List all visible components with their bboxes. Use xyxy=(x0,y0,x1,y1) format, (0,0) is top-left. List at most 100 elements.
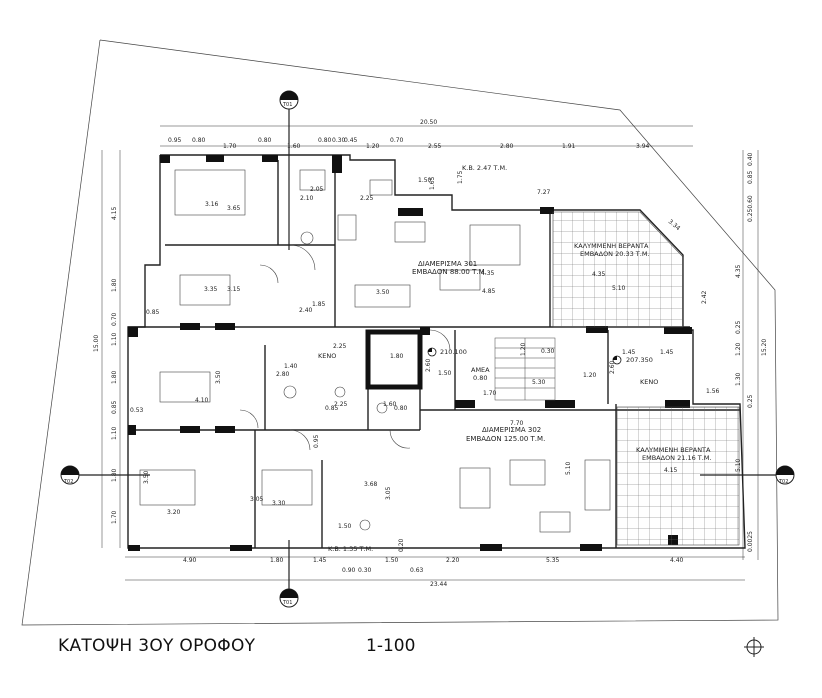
left-dimension-lines xyxy=(101,150,121,548)
svg-text:1.85: 1.85 xyxy=(312,301,326,308)
right-dim-labels: 0.40 0.85 0.250.60 4.35 0.25 1.20 1.30 0… xyxy=(735,152,768,552)
svg-text:4.15: 4.15 xyxy=(111,206,118,220)
apartment-301-area: ΕΜΒΑΔΟΝ 88.00 Τ.Μ. xyxy=(412,268,487,276)
apartment-302-name: ΔΙΑΜΕΡΙΣΜΑ 302 xyxy=(482,426,541,434)
svg-text:0.30: 0.30 xyxy=(358,567,372,574)
svg-text:1.20: 1.20 xyxy=(735,342,742,356)
svg-text:0.53: 0.53 xyxy=(130,407,144,414)
level-marker-2: 207.350 xyxy=(612,355,653,365)
level-marker-1: 210.100 xyxy=(427,347,467,357)
top-overall-dim: 20.50 xyxy=(420,119,437,126)
apartment-301-name: ΔΙΑΜΕΡΙΣΜΑ 301 xyxy=(418,260,477,268)
svg-text:1.91: 1.91 xyxy=(562,143,576,150)
svg-text:0.30: 0.30 xyxy=(332,137,346,144)
stairs xyxy=(494,337,556,401)
svg-text:4.10: 4.10 xyxy=(195,397,209,404)
svg-text:0.63: 0.63 xyxy=(410,567,424,574)
bottom-dimension-lines xyxy=(125,556,745,581)
svg-text:2.10: 2.10 xyxy=(300,195,314,202)
svg-text:0.80: 0.80 xyxy=(258,137,272,144)
svg-text:15.00: 15.00 xyxy=(93,335,100,352)
svg-text:0.25: 0.25 xyxy=(735,320,742,334)
top-dim-segments: 0.95 0.80 1.70 0.80 1.60 0.80 0.30 0.45 … xyxy=(168,137,650,150)
svg-text:1.20: 1.20 xyxy=(583,372,597,379)
svg-text:2.25: 2.25 xyxy=(333,343,347,350)
svg-text:0.80: 0.80 xyxy=(318,137,332,144)
svg-text:3.16: 3.16 xyxy=(205,201,219,208)
svg-text:2.20: 2.20 xyxy=(446,557,460,564)
svg-text:1.75: 1.75 xyxy=(457,170,464,184)
svg-text:0.250.60: 0.250.60 xyxy=(747,195,754,222)
svg-text:7.70: 7.70 xyxy=(510,420,524,427)
svg-text:210.100: 210.100 xyxy=(440,348,467,356)
svg-text:5.30: 5.30 xyxy=(532,379,546,386)
room-dimensions: 3.16 3.65 2.05 2.10 2.25 1.50 1.65 1.75 … xyxy=(130,170,720,552)
void-label-2: ΚΕΝΟ xyxy=(640,378,658,386)
svg-text:0.45: 0.45 xyxy=(344,137,358,144)
svg-text:15.20: 15.20 xyxy=(761,339,768,356)
svg-text:T02: T02 xyxy=(63,479,73,485)
svg-text:1.70: 1.70 xyxy=(111,510,118,524)
svg-text:5.10: 5.10 xyxy=(565,461,572,475)
svg-text:3.15: 3.15 xyxy=(227,286,241,293)
svg-text:3.50: 3.50 xyxy=(215,370,222,384)
svg-text:7.27: 7.27 xyxy=(537,189,551,196)
svg-text:3.68: 3.68 xyxy=(364,481,378,488)
section-marker-left: T02 xyxy=(60,465,80,485)
svg-text:0.90: 0.90 xyxy=(342,567,356,574)
svg-text:0.80: 0.80 xyxy=(394,405,408,412)
svg-text:23.44: 23.44 xyxy=(430,581,447,588)
svg-text:1.80: 1.80 xyxy=(270,557,284,564)
void-label-1: ΚΕΝΟ xyxy=(318,352,336,360)
svg-text:1.45: 1.45 xyxy=(660,349,674,356)
svg-text:0.95: 0.95 xyxy=(313,434,320,448)
svg-text:2.05: 2.05 xyxy=(310,186,324,193)
svg-text:4.35: 4.35 xyxy=(592,271,606,278)
veranda-1-name: ΚΑΛΥΜΜΕΝΗ ΒΕΡΑΝΤΑ xyxy=(574,242,649,250)
svg-text:3.30: 3.30 xyxy=(272,500,286,507)
svg-text:2.60: 2.60 xyxy=(425,358,432,372)
svg-text:3.05: 3.05 xyxy=(385,486,392,500)
wall-blocks xyxy=(128,155,692,551)
svg-text:1.80: 1.80 xyxy=(390,353,404,360)
svg-text:0.25: 0.25 xyxy=(747,394,754,408)
drawing-title: ΚΑΤΟΨΗ 3ΟΥ ΟΡΟΦΟΥ xyxy=(58,636,256,656)
svg-text:1.10: 1.10 xyxy=(111,426,118,440)
svg-text:T01: T01 xyxy=(282,102,292,108)
svg-text:1.80: 1.80 xyxy=(111,370,118,384)
svg-text:1.70: 1.70 xyxy=(483,390,497,397)
veranda-2-area xyxy=(616,406,740,546)
veranda-2-area: ΕΜΒΑΔΟΝ 21.16 Τ.Μ. xyxy=(642,454,712,462)
svg-text:0.85: 0.85 xyxy=(747,170,754,184)
storage-top-label: Κ.Β. 2.47 Τ.Μ. xyxy=(462,164,507,172)
svg-text:0.85: 0.85 xyxy=(111,400,118,414)
svg-text:0.70: 0.70 xyxy=(111,312,118,326)
section-lines xyxy=(70,100,785,598)
svg-text:3.94: 3.94 xyxy=(636,143,650,150)
svg-text:2.55: 2.55 xyxy=(428,143,442,150)
svg-text:0.85: 0.85 xyxy=(325,405,339,412)
svg-text:3.35: 3.35 xyxy=(204,286,218,293)
svg-text:2.25: 2.25 xyxy=(360,195,374,202)
storage-bottom-label: Κ.Β. 1.35 Τ.Μ. xyxy=(328,545,373,553)
svg-text:2.42: 2.42 xyxy=(701,290,708,304)
svg-text:4.85: 4.85 xyxy=(482,288,496,295)
svg-text:0.0025: 0.0025 xyxy=(747,531,754,552)
svg-text:1.10: 1.10 xyxy=(111,332,118,346)
accessible-wc-label: ΑΜΕΑ xyxy=(471,366,490,374)
svg-text:1.40: 1.40 xyxy=(284,363,298,370)
svg-text:1.20: 1.20 xyxy=(366,143,380,150)
svg-text:1.60: 1.60 xyxy=(287,143,301,150)
svg-text:1.65: 1.65 xyxy=(429,176,436,190)
svg-text:3.05: 3.05 xyxy=(250,496,264,503)
veranda-1-area xyxy=(552,211,684,328)
svg-text:1.80: 1.80 xyxy=(111,278,118,292)
svg-text:3.65: 3.65 xyxy=(227,205,241,212)
svg-text:2.80: 2.80 xyxy=(500,143,514,150)
svg-text:T01: T01 xyxy=(282,600,292,606)
veranda-2-name: ΚΑΛΥΜΜΕΝΗ ΒΕΡΑΝΤΑ xyxy=(636,446,711,454)
plot-boundary xyxy=(21,39,779,626)
section-marker-bottom: T01 xyxy=(279,588,299,608)
furniture xyxy=(139,169,611,533)
svg-text:2.40: 2.40 xyxy=(299,307,313,314)
